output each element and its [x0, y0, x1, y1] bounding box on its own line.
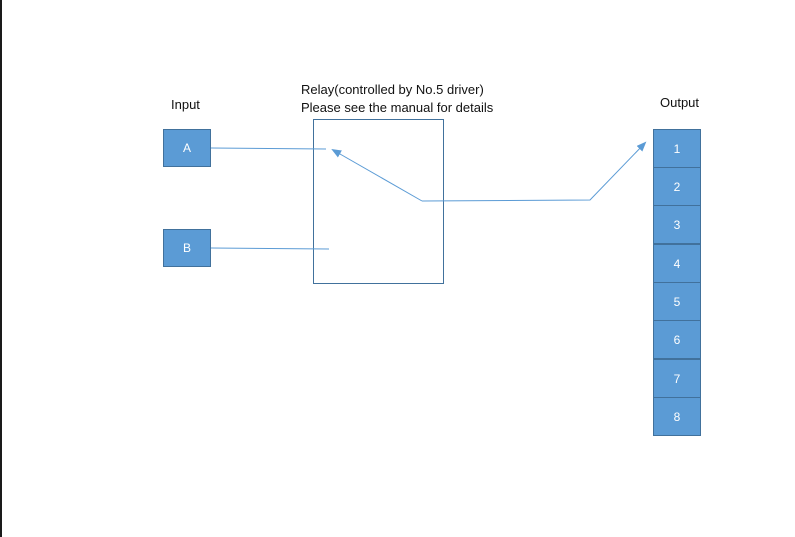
- output-box-4: 4: [653, 244, 701, 283]
- output-box-3: 3: [653, 205, 701, 244]
- input-box-a: A: [163, 129, 211, 167]
- relay-title: Relay(controlled by No.5 driver): [301, 82, 484, 97]
- relay-switch-arm: [331, 149, 423, 202]
- relay-box: [313, 119, 444, 284]
- wire-to-output: [421, 141, 647, 202]
- output-heading: Output: [660, 95, 700, 110]
- output-box-5: 5: [653, 282, 701, 321]
- output-box-8: 8: [653, 397, 701, 436]
- window-edge: [0, 0, 2, 537]
- wire-input-a: [210, 147, 327, 150]
- input-box-b: B: [163, 229, 211, 267]
- wire-input-b: [210, 247, 330, 250]
- input-heading: Input: [171, 97, 200, 112]
- relay-note: Please see the manual for details: [301, 100, 494, 115]
- output-box-6: 6: [653, 320, 701, 359]
